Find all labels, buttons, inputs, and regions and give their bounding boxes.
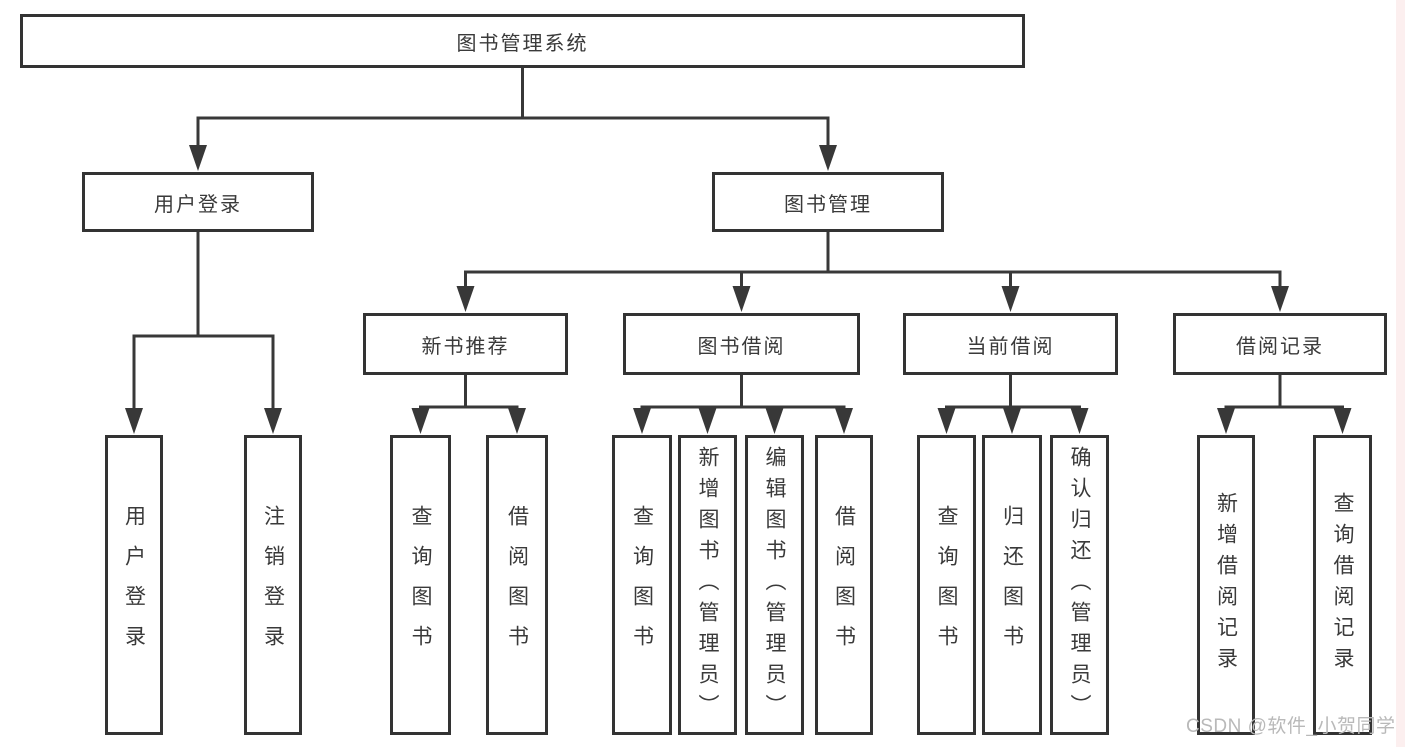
node-label-user-login: 用户登录 <box>154 193 242 216</box>
node-root: 图书管理系统 <box>20 14 1025 68</box>
node-book-borrow: 图书借阅 <box>623 313 860 375</box>
arrowhead <box>1271 286 1289 312</box>
arrowhead <box>189 145 207 171</box>
node-label-bb-query: 查询图书 <box>630 505 654 665</box>
node-label-leaf-logout: 注销登录 <box>261 505 285 665</box>
right-edge-tint <box>1396 0 1405 747</box>
arrowhead <box>1003 408 1021 434</box>
arrowhead <box>835 408 853 434</box>
arrowhead <box>937 408 956 434</box>
arrowhead <box>819 145 837 171</box>
arrowhead <box>508 408 526 434</box>
node-label-borrow-records: 借阅记录 <box>1236 335 1324 358</box>
arrowhead <box>765 408 784 434</box>
node-label-br-query: 查询借阅记录 <box>1331 492 1354 678</box>
arrowhead <box>411 408 430 434</box>
arrowhead <box>633 408 651 434</box>
node-br-query: 查询借阅记录 <box>1313 435 1372 735</box>
arrowhead <box>1217 408 1235 434</box>
node-label-nb-query: 查询图书 <box>409 505 432 665</box>
arrowhead <box>698 408 717 434</box>
node-label-book-borrow: 图书借阅 <box>697 335 786 358</box>
node-label-cb-query: 查询图书 <box>935 505 958 665</box>
node-nb-borrow: 借阅图书 <box>486 435 548 735</box>
node-cb-return: 归还图书 <box>982 435 1042 735</box>
node-bb-add: 新增图书（管理员） <box>678 435 737 735</box>
node-cb-query: 查询图书 <box>917 435 976 735</box>
node-borrow-records: 借阅记录 <box>1173 313 1387 375</box>
csdn-watermark: CSDN @软件_小贺同学 <box>1186 716 1396 737</box>
node-label-new-book-rec: 新书推荐 <box>421 335 510 358</box>
arrowhead <box>456 286 475 312</box>
node-label-leaf-user-login: 用户登录 <box>122 505 146 665</box>
arrowhead <box>264 408 282 434</box>
node-label-bb-add: 新增图书（管理员） <box>696 445 719 725</box>
node-nb-query: 查询图书 <box>390 435 451 735</box>
node-label-book-mgmt: 图书管理 <box>784 193 872 216</box>
arrowhead <box>1333 408 1352 434</box>
node-label-cb-confirm: 确认归还（管理员） <box>1068 445 1091 725</box>
node-label-nb-borrow: 借阅图书 <box>505 505 529 665</box>
node-bb-edit: 编辑图书（管理员） <box>745 435 804 735</box>
node-label-bb-borrow: 借阅图书 <box>832 505 856 665</box>
node-label-cb-return: 归还图书 <box>1000 505 1024 665</box>
arrowhead <box>1001 286 1020 312</box>
node-label-bb-edit: 编辑图书（管理员） <box>763 445 786 725</box>
node-current-borrow: 当前借阅 <box>903 313 1118 375</box>
node-book-mgmt: 图书管理 <box>712 172 944 232</box>
arrowhead <box>125 408 143 434</box>
node-bb-query: 查询图书 <box>612 435 672 735</box>
node-br-add: 新增借阅记录 <box>1197 435 1255 735</box>
node-new-book-rec: 新书推荐 <box>363 313 568 375</box>
node-label-root: 图书管理系统 <box>456 32 589 55</box>
node-cb-confirm: 确认归还（管理员） <box>1050 435 1109 735</box>
node-leaf-user-login: 用户登录 <box>105 435 163 735</box>
node-user-login: 用户登录 <box>82 172 314 232</box>
node-leaf-logout: 注销登录 <box>244 435 302 735</box>
node-bb-borrow: 借阅图书 <box>815 435 873 735</box>
arrowhead <box>1070 408 1089 434</box>
arrowhead <box>732 286 751 312</box>
node-label-current-borrow: 当前借阅 <box>966 335 1055 358</box>
node-label-br-add: 新增借阅记录 <box>1214 492 1238 678</box>
